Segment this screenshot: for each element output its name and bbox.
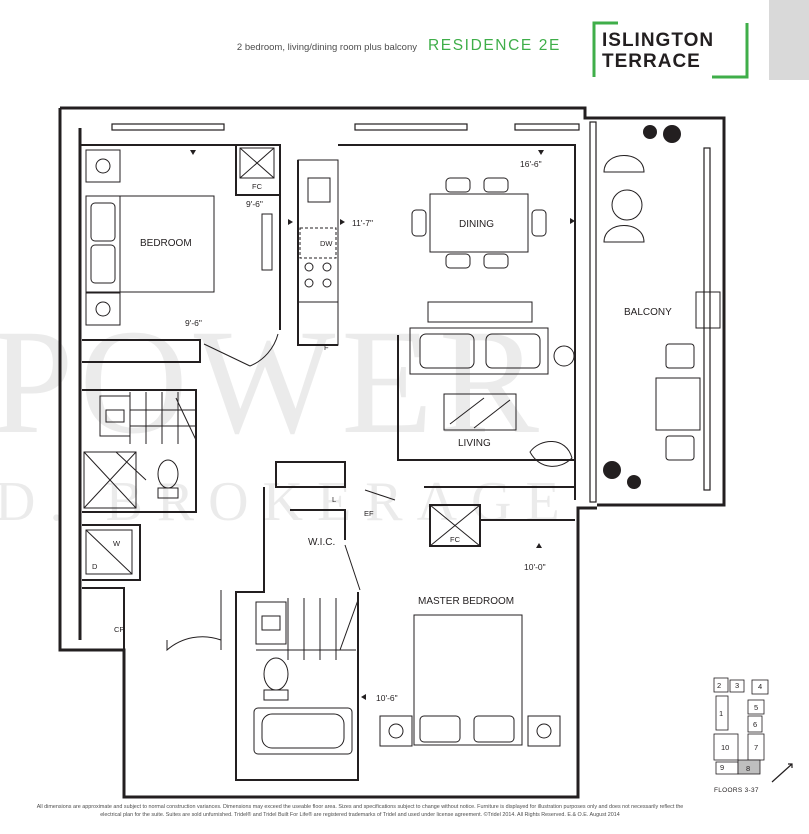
logo-line2: TERRACE [602,51,701,72]
fc-closet-2 [429,504,481,547]
footer-disclaimer: All dimensions are approximate and subje… [36,804,684,818]
room-label-balcony: BALCONY [624,307,672,318]
fridge-label: F [324,343,329,352]
suite-description: 2 bedroom, living/dining room plus balco… [236,42,417,53]
logo-line1: ISLINGTON [602,30,715,51]
keyplate-highlight [737,759,761,775]
logo-frame [592,21,749,79]
logo-text: ISLINGTON TERRACE [602,30,714,72]
islington-terrace-logo: ISLINGTON TERRACE [592,21,749,79]
svg-text:8: 8 [746,764,750,773]
dw-label: DW [320,239,333,248]
svg-text:4: 4 [758,682,762,691]
bathroom-2 [253,598,356,755]
dim-master-w: 10'-0" [524,562,546,572]
windows [111,121,711,503]
laundry [85,529,133,575]
svg-text:2: 2 [717,681,721,690]
bedroom-bed [85,149,273,326]
room-label-dining: DINING [459,219,494,230]
dim-bedroom-h: 9'-6" [185,318,202,328]
svg-text:9: 9 [720,763,724,772]
svg-text:10: 10 [721,743,729,752]
keyplate: 2 3 4 1 5 6 7 8 9 10 [713,677,793,783]
exterior-walls [58,106,726,799]
north-arrow-icon [771,763,793,783]
svg-text:5: 5 [754,703,758,712]
bathroom-1 [83,392,196,509]
dimension-arrows [190,150,575,700]
residence-title: RESIDENCE 2E [428,37,561,54]
svg-text:6: 6 [753,720,757,729]
balcony-plants [603,125,681,489]
floors-label: FLOORS 3-37 [714,787,759,794]
fc-closet-1 [239,147,275,179]
living-furniture [409,301,575,467]
kitchen-counter [297,159,339,346]
master-bed [379,614,561,747]
fc2-label: FC [450,535,461,544]
balcony-furniture [603,155,721,461]
room-label-master-bedroom: MASTER BEDROOM [418,596,514,607]
dim-master-h: 10'-6" [376,693,398,703]
svg-text:1: 1 [719,709,723,718]
ef-label: EF [364,509,374,518]
room-label-bedroom: BEDROOM [140,238,192,249]
watermark-line1: POWER [0,299,545,465]
linen-label: L [332,495,336,504]
corner-tab [769,0,809,80]
room-label-living: LIVING [458,438,491,449]
dining-table [411,177,547,269]
cp-label: CP [114,625,124,634]
dim-kitchen: 11'-7" [352,218,373,228]
dim-bedroom-w: 9'-6" [246,199,263,209]
svg-text:7: 7 [754,743,758,752]
washer-label: W [113,539,121,548]
dryer-label: D [92,562,98,571]
dim-living-w: 16'-6" [520,159,542,169]
room-label-wic: W.I.C. [308,537,335,548]
doors [115,333,396,652]
svg-text:3: 3 [735,681,739,690]
fc1-label: FC [252,182,263,191]
watermark-line2: D. BROKERAGE [0,471,574,533]
